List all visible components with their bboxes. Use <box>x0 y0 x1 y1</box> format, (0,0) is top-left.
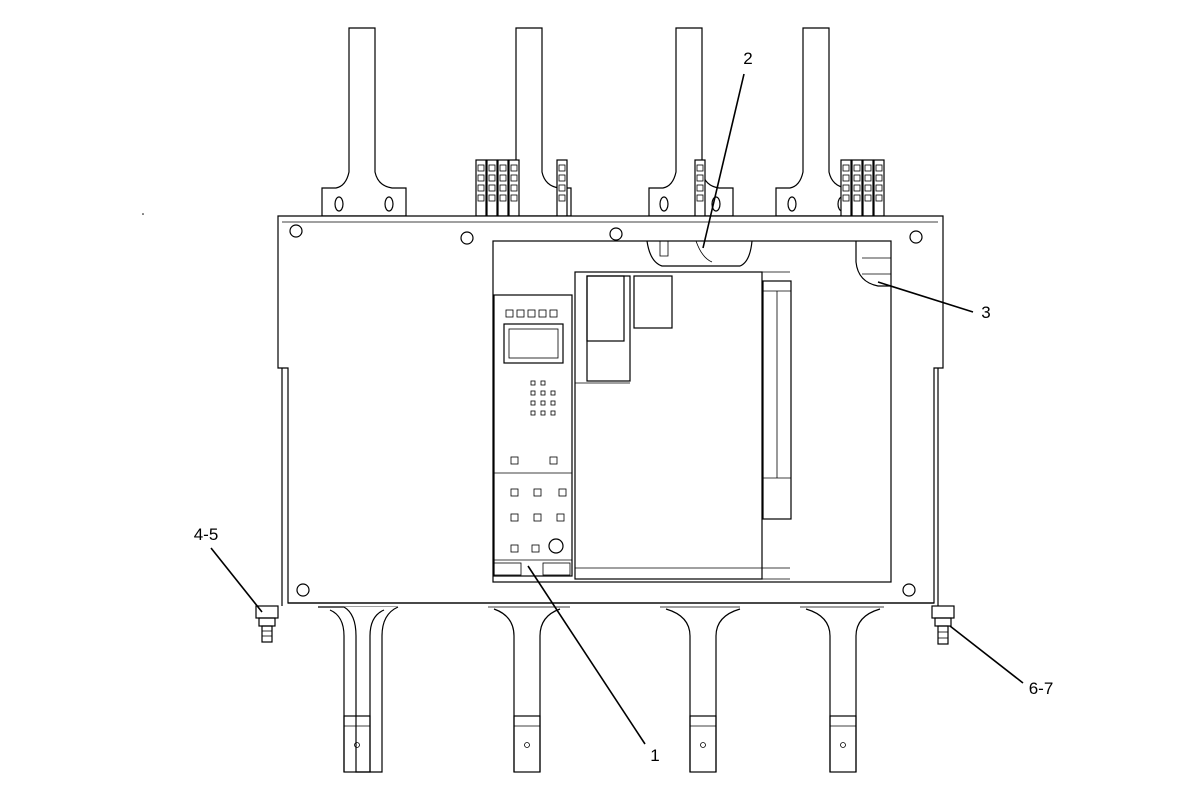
trip-unit <box>493 294 573 577</box>
terminal-block <box>840 159 852 217</box>
terminal-block <box>497 159 509 217</box>
lower-bus-bars <box>318 606 881 773</box>
terminal-blocks <box>475 159 885 217</box>
upper-bus-bar-3 <box>648 27 734 217</box>
keypad-key <box>530 390 536 396</box>
upper-bus-bars <box>321 27 861 217</box>
bolt-left <box>255 605 279 643</box>
keypad-key <box>530 380 536 386</box>
keypad-key <box>550 400 556 406</box>
leader-line-1 <box>527 565 646 745</box>
leader-line-3 <box>877 281 974 313</box>
callout-6-7: 6-7 <box>1029 679 1054 698</box>
lower-bus-bar-3 <box>665 608 741 773</box>
mounting-hole <box>609 227 623 241</box>
callouts: 2 3 4-5 6-7 1 <box>194 49 1054 765</box>
lower-bus-bar-4 <box>805 608 881 773</box>
trip-unit-button <box>549 456 558 465</box>
terminal-block <box>862 159 874 217</box>
trip-unit-button <box>505 309 514 318</box>
keypad-key <box>550 390 556 396</box>
callout-4-5: 4-5 <box>194 525 219 544</box>
terminal-block <box>486 159 498 217</box>
mounting-hole <box>289 224 303 238</box>
callout-2: 2 <box>743 49 752 68</box>
accessory-button <box>510 544 519 553</box>
stray-mark <box>142 213 144 215</box>
accessory-button <box>533 488 542 497</box>
trip-unit-button <box>510 456 519 465</box>
terminal-block <box>556 159 568 217</box>
leader-line-4-5 <box>210 547 263 613</box>
trip-unit-button <box>538 309 547 318</box>
callout-1: 1 <box>650 746 659 765</box>
callout-3: 3 <box>981 303 990 322</box>
lower-bus-bar-2 <box>493 608 561 773</box>
terminal-block <box>508 159 520 217</box>
accessory-button <box>510 488 519 497</box>
breaker-window <box>492 240 892 583</box>
leader-line-2 <box>702 73 745 249</box>
keypad-key <box>540 380 546 386</box>
accessory-button <box>558 488 567 497</box>
keypad-key <box>540 400 546 406</box>
main-housing <box>277 215 944 608</box>
lower-bus-bar-1 <box>318 606 399 773</box>
mounting-hole <box>296 583 310 597</box>
mounting-hole <box>460 231 474 245</box>
accessory-button <box>556 513 565 522</box>
leader-line-6-7 <box>949 625 1024 684</box>
keypad-key <box>540 390 546 396</box>
keypad-key <box>530 410 536 416</box>
terminal-block <box>851 159 863 217</box>
breaker-body <box>574 271 792 580</box>
trip-unit-display <box>503 323 564 364</box>
keypad-key <box>550 410 556 416</box>
keypad-key <box>540 410 546 416</box>
trip-unit-button <box>549 309 558 318</box>
mounting-hole <box>902 583 916 597</box>
accessory-button <box>531 544 540 553</box>
accessory-button <box>533 513 542 522</box>
upper-bus-bar-1 <box>321 27 407 217</box>
trip-unit-button <box>516 309 525 318</box>
bolt-right <box>931 605 955 645</box>
terminal-block <box>873 159 885 217</box>
mounting-hole <box>909 230 923 244</box>
terminal-block <box>475 159 487 217</box>
accessory-button <box>510 513 519 522</box>
terminal-block <box>694 159 706 217</box>
keypad-key <box>530 400 536 406</box>
trip-unit-button <box>527 309 536 318</box>
